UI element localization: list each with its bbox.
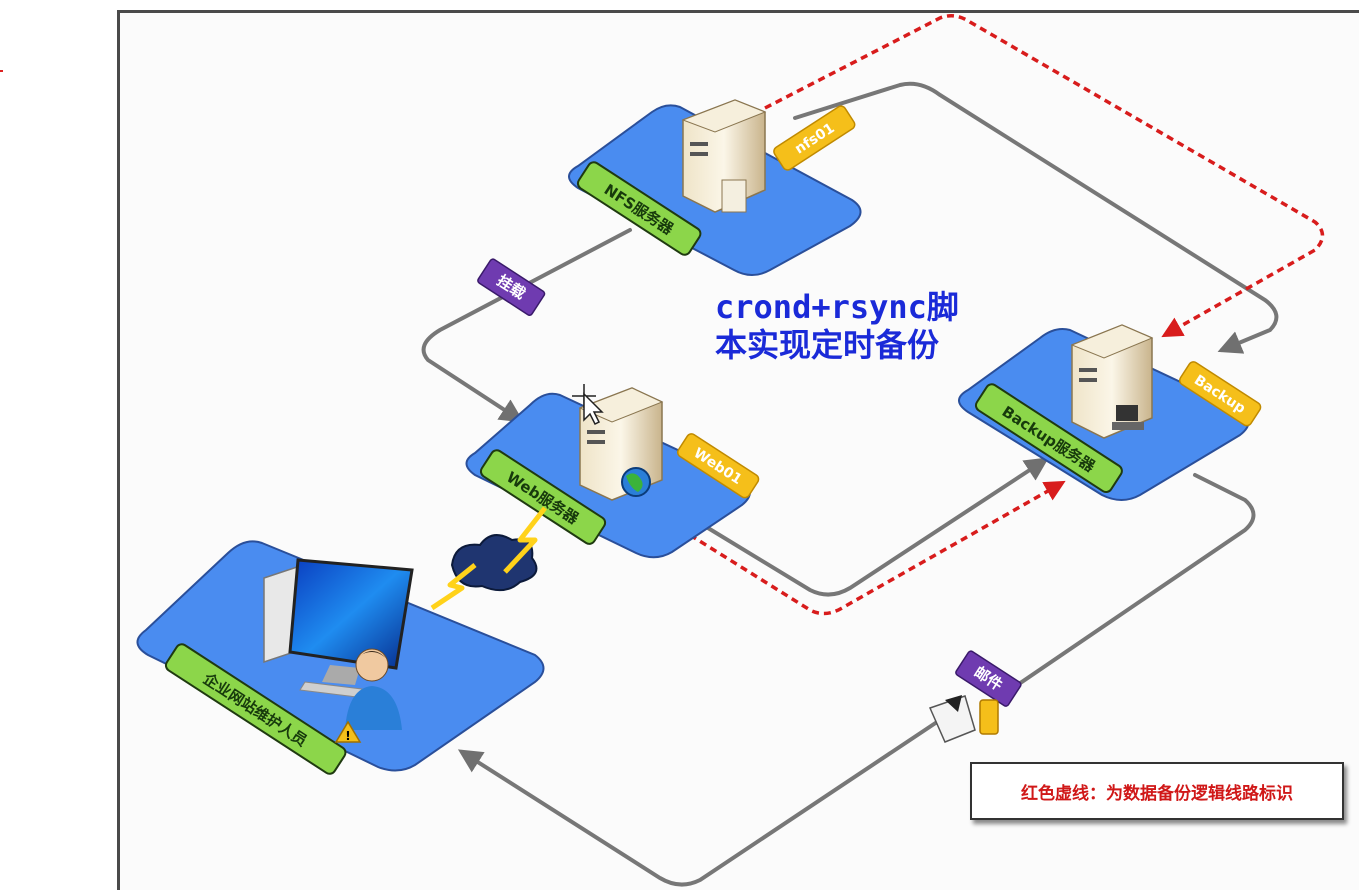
warning-icon: ! [334, 720, 362, 743]
mail-to-admin-line [457, 718, 942, 887]
web-to-backup-line [706, 457, 1050, 597]
svg-text:!: ! [345, 729, 350, 743]
mount-tag: 挂载 [477, 258, 546, 316]
nfs-to-backup-line [793, 81, 1279, 354]
mail-icon [928, 695, 999, 743]
connection-lines [421, 81, 1279, 887]
nfs-to-web-mount-line [421, 228, 632, 423]
move-cursor-icon [572, 384, 604, 426]
network-cloud-icon [430, 506, 547, 611]
nfs-server-icon [681, 99, 767, 213]
backup-mail-line [1008, 473, 1256, 692]
web-backup-red-line [689, 480, 1066, 616]
backup-logic-lines [689, 14, 1325, 616]
web-server-node: Web服务器 Web01 [465, 384, 760, 559]
workstation-icon [263, 558, 414, 699]
legend-box: 红色虚线：为数据备份逻辑线路标识 [970, 762, 1344, 820]
person-icon [345, 648, 402, 730]
diagram-caption: crond+rsync脚 本实现定时备份 [715, 288, 959, 364]
backup-server-icon [1070, 324, 1154, 439]
nfs-server-node: NFS服务器 nfs01 [568, 99, 862, 276]
legend-text: 红色虚线：为数据备份逻辑线路标识 [1021, 783, 1293, 804]
nfs-tag: nfs01 [773, 105, 856, 171]
nfs-backup-red-line [764, 14, 1325, 338]
admin-node: 企业网站维护人员 ! [136, 540, 545, 775]
caption-line-2: 本实现定时备份 [715, 326, 940, 364]
globe-icon [621, 467, 651, 497]
stray-red-mark [0, 70, 3, 72]
backup-server-node: Backup服务器 Backup [958, 324, 1262, 501]
caption-line-1: crond+rsync脚 [715, 288, 959, 326]
